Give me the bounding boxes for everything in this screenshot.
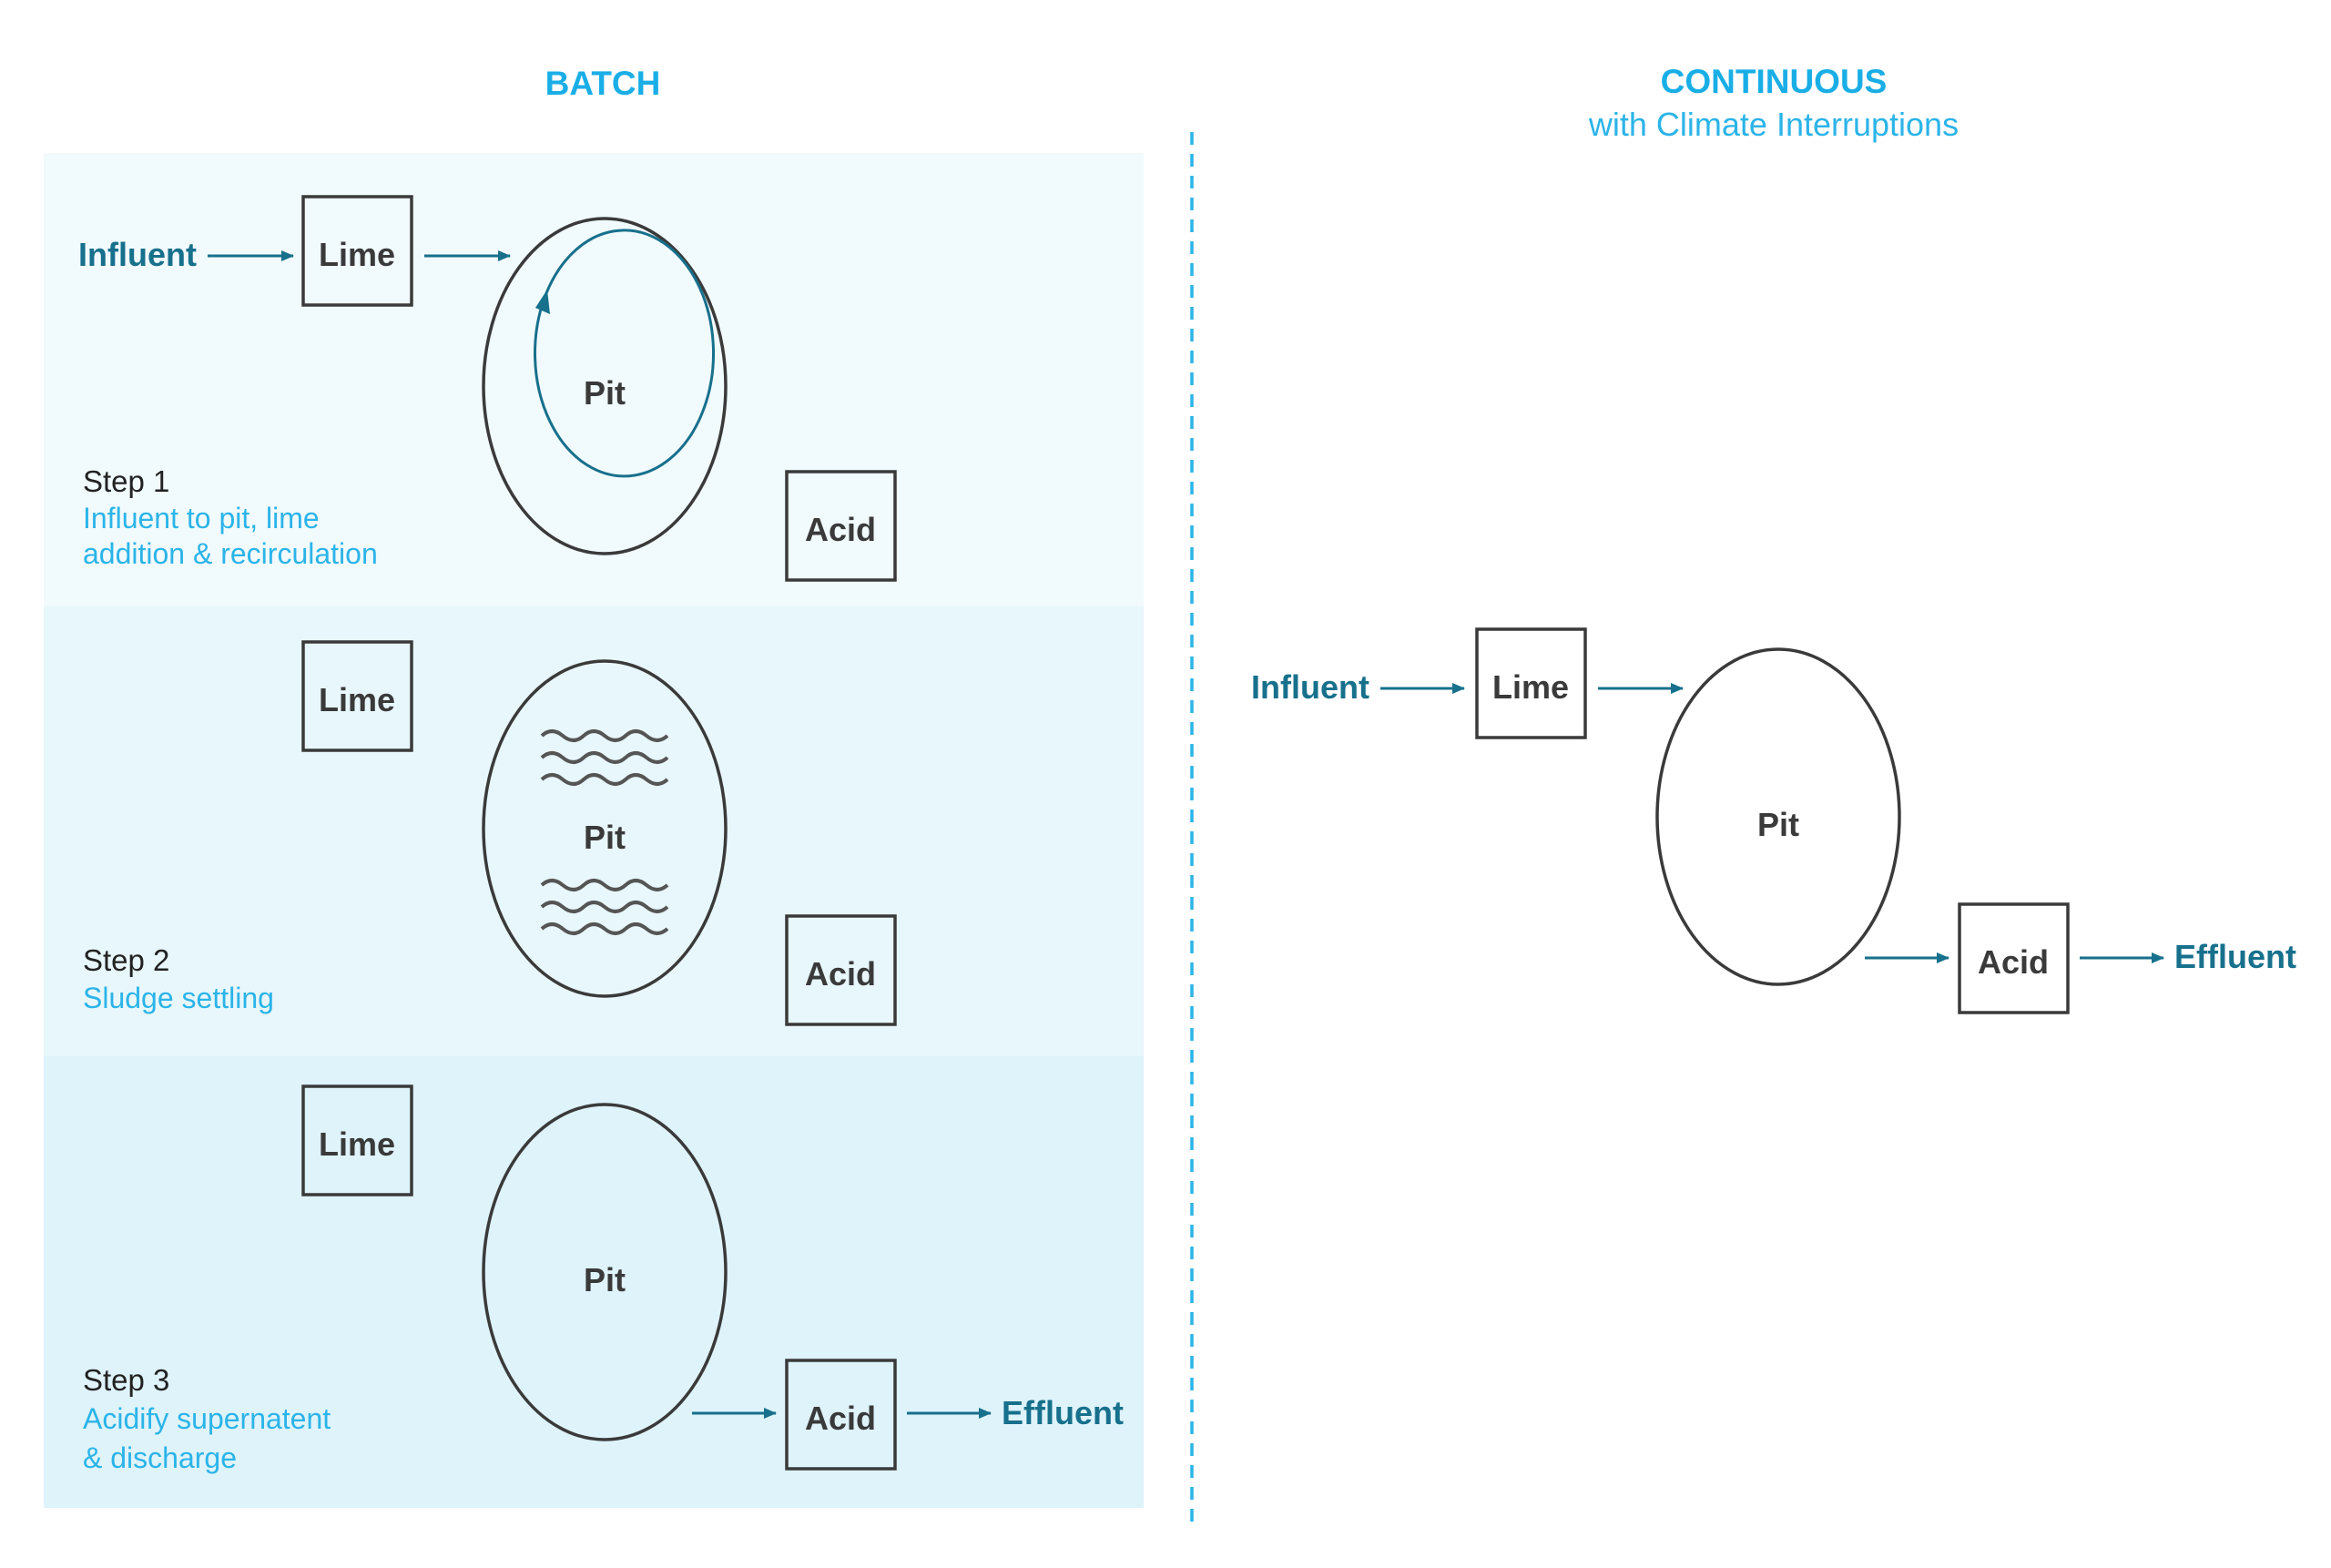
continuous-title: CONTINUOUS bbox=[1661, 63, 1888, 100]
continuous-pit bbox=[1655, 647, 1901, 986]
step1-pit-label: Pit bbox=[584, 374, 626, 412]
recirculation-arrow bbox=[534, 229, 716, 478]
step3-panel bbox=[44, 1056, 1144, 1508]
step3-effluent-label: Effluent bbox=[1002, 1394, 1124, 1431]
step3-acid-label: Acid bbox=[805, 1400, 876, 1437]
step1-lime-label: Lime bbox=[319, 236, 395, 273]
step1-acid-label: Acid bbox=[805, 511, 876, 548]
step2-lime-label: Lime bbox=[319, 681, 395, 718]
step3-desc-line1: Acidify supernatent bbox=[83, 1402, 331, 1435]
step1-desc-line1: Influent to pit, lime bbox=[83, 502, 320, 535]
step1-influent-label: Influent bbox=[78, 236, 197, 273]
step1-pit bbox=[482, 217, 728, 555]
step3-group: Lime Pit Acid Effluent Step 3 Acidify su… bbox=[83, 1084, 1124, 1474]
step2-desc-line1: Sludge settling bbox=[83, 982, 274, 1014]
step1-lime-box bbox=[301, 195, 413, 307]
step1-desc-line2: addition & recirculation bbox=[83, 537, 378, 570]
continuous-acid-box bbox=[1958, 902, 2070, 1014]
continuous-lime-label: Lime bbox=[1492, 668, 1569, 706]
continuous-influent-label: Influent bbox=[1251, 668, 1369, 706]
step2-acid-box bbox=[785, 914, 897, 1026]
step1-group: Influent Lime Pit Acid Step 1 Influent t… bbox=[78, 195, 897, 582]
step3-pit-label: Pit bbox=[584, 1261, 626, 1298]
continuous-lime-box bbox=[1475, 627, 1587, 739]
batch-title: BATCH bbox=[545, 65, 661, 102]
recirculation-arrowhead bbox=[535, 290, 550, 314]
continuous-group: Influent Lime Pit Acid Effluent bbox=[1251, 627, 2296, 1014]
step3-title: Step 3 bbox=[83, 1363, 169, 1397]
step1-title: Step 1 bbox=[83, 464, 169, 498]
step2-title: Step 2 bbox=[83, 943, 169, 977]
step1-panel bbox=[44, 153, 1144, 606]
step2-lime-box bbox=[301, 640, 413, 752]
step2-panel bbox=[44, 606, 1144, 1056]
step2-pit-label: Pit bbox=[584, 819, 626, 856]
continuous-subtitle: with Climate Interruptions bbox=[1588, 106, 1959, 143]
step2-pit bbox=[482, 659, 728, 998]
step3-lime-box bbox=[301, 1084, 413, 1196]
continuous-pit-label: Pit bbox=[1757, 806, 1799, 843]
step2-group: Lime Pit Acid Step 2 Sludge settling bbox=[83, 640, 897, 1026]
step3-acid-box bbox=[785, 1359, 897, 1471]
step3-pit bbox=[482, 1103, 728, 1441]
step2-acid-label: Acid bbox=[805, 955, 876, 993]
continuous-acid-label: Acid bbox=[1978, 943, 2049, 981]
step1-acid-box bbox=[785, 470, 897, 582]
step3-desc-line2: & discharge bbox=[83, 1441, 237, 1474]
continuous-effluent-label: Effluent bbox=[2174, 938, 2296, 975]
step3-lime-label: Lime bbox=[319, 1125, 395, 1163]
